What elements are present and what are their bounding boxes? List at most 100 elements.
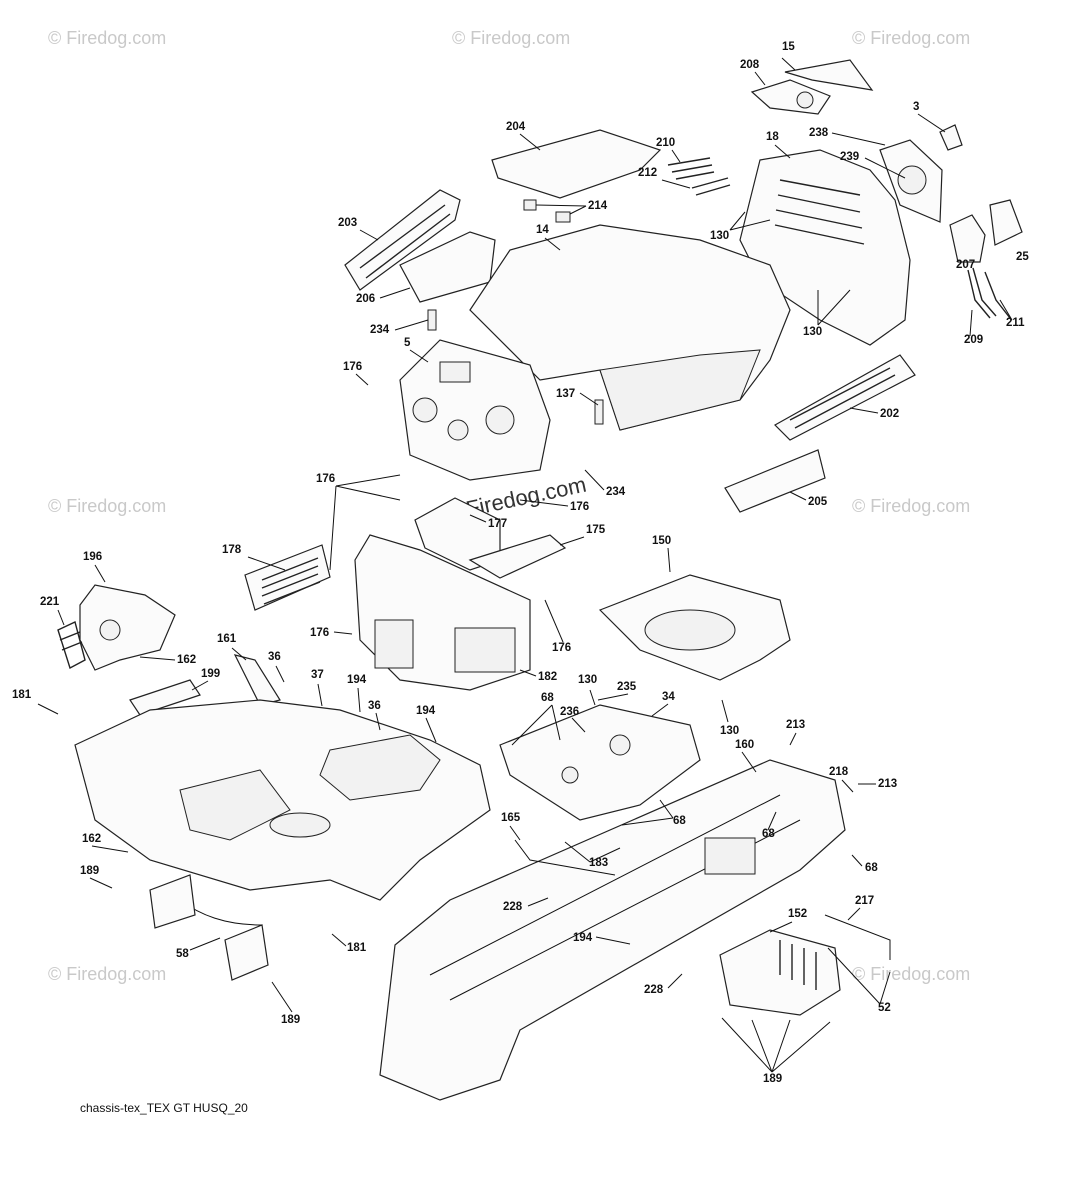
callout-5: 5 <box>404 337 411 349</box>
leader-line <box>379 287 411 299</box>
callout-228: 228 <box>644 984 664 996</box>
part-214-clip <box>523 199 537 211</box>
callout-37: 37 <box>311 669 324 681</box>
callout-68: 68 <box>541 692 554 704</box>
part-203-grille-lines <box>359 204 451 279</box>
callout-189: 189 <box>281 1014 300 1026</box>
callout-194: 194 <box>347 674 367 686</box>
leader-line <box>139 656 176 661</box>
callout-36: 36 <box>268 651 281 663</box>
part-204-hood-top <box>491 129 662 199</box>
leader-line <box>359 229 379 241</box>
leader-line <box>519 669 537 677</box>
leader-line <box>559 536 585 546</box>
leader-line <box>741 751 757 773</box>
leader-line <box>94 564 106 583</box>
part-182-opening <box>374 619 414 669</box>
callout-130: 130 <box>710 230 729 242</box>
part-5-dash-panel <box>399 339 551 481</box>
leader-line <box>409 349 429 363</box>
leader-line <box>519 133 541 151</box>
callout-36: 36 <box>368 700 381 712</box>
leader-line <box>247 556 286 571</box>
leader-line <box>425 717 437 743</box>
leader-line <box>767 811 777 831</box>
callout-137: 137 <box>556 388 575 400</box>
part-199-bracket <box>129 679 201 716</box>
leader-line <box>769 921 793 933</box>
leader-lines <box>37 57 1013 1073</box>
leader-line <box>651 703 669 717</box>
part-210-grille <box>667 157 715 180</box>
part-5-display <box>439 361 471 383</box>
callout-176: 176 <box>570 501 589 513</box>
callout-18: 18 <box>766 131 779 143</box>
callout-181: 181 <box>347 942 367 954</box>
leader-line <box>331 933 347 947</box>
leader-line <box>817 289 851 326</box>
part-175-bracket <box>468 534 567 579</box>
leader-line <box>191 680 209 691</box>
leader-line <box>394 319 429 331</box>
callout-194: 194 <box>573 932 593 944</box>
callout-206: 206 <box>356 293 375 305</box>
callout-25: 25 <box>1016 251 1029 263</box>
part-182-opening <box>454 627 516 673</box>
leader-line <box>827 947 891 1005</box>
callout-34: 34 <box>662 691 675 703</box>
callout-labels: 15 208 3 238 239 18 204 210 212 214 203 … <box>12 41 1029 1085</box>
callout-207: 207 <box>956 259 975 271</box>
leader-line <box>584 469 605 491</box>
callout-238: 238 <box>809 127 829 139</box>
part-178-vent-slots <box>261 557 321 605</box>
part-152-slots <box>779 940 817 990</box>
part-3-emblem <box>939 124 963 151</box>
callout-152: 152 <box>788 908 807 920</box>
part-214-clip <box>555 211 571 223</box>
part-208-hole <box>796 91 814 109</box>
leader-line <box>849 407 879 414</box>
part-5-gauge <box>485 405 515 435</box>
callout-205: 205 <box>808 496 828 508</box>
callout-234: 234 <box>370 324 390 336</box>
part-239-lens <box>897 165 927 195</box>
leader-line <box>333 631 353 635</box>
callout-189: 189 <box>763 1073 782 1085</box>
callout-130: 130 <box>720 725 739 737</box>
leader-line <box>469 514 487 523</box>
leader-line <box>189 937 221 951</box>
callout-150: 150 <box>652 535 671 547</box>
callout-176: 176 <box>552 642 571 654</box>
leader-line <box>317 683 323 707</box>
watermark-text: © Firedog.com <box>852 964 970 984</box>
callout-182: 182 <box>538 671 557 683</box>
leader-line <box>355 373 369 386</box>
part-211-grille <box>984 271 1011 319</box>
callout-194: 194 <box>416 705 436 717</box>
parts-artwork <box>57 59 1023 1101</box>
leader-line <box>271 981 293 1013</box>
callout-68: 68 <box>865 862 878 874</box>
callout-58: 58 <box>176 948 189 960</box>
callout-213: 213 <box>878 778 897 790</box>
part-34-hole <box>561 766 579 784</box>
callout-130: 130 <box>578 674 597 686</box>
part-18-grille-lines <box>774 179 865 245</box>
part-202-bumper <box>774 354 916 441</box>
callout-181: 181 <box>12 689 32 701</box>
leader-line <box>91 845 129 853</box>
callout-235: 235 <box>617 681 637 693</box>
callout-14: 14 <box>536 224 549 236</box>
leader-line <box>544 237 561 251</box>
part-221-mat <box>57 621 86 670</box>
leader-line <box>579 392 599 406</box>
leader-line <box>571 717 586 733</box>
callout-204: 204 <box>506 121 526 133</box>
callout-3: 3 <box>913 101 919 113</box>
callout-199: 199 <box>201 668 220 680</box>
callout-239: 239 <box>840 151 859 163</box>
leader-line <box>847 907 861 921</box>
leader-line <box>789 491 807 501</box>
part-37-recess <box>269 812 331 838</box>
